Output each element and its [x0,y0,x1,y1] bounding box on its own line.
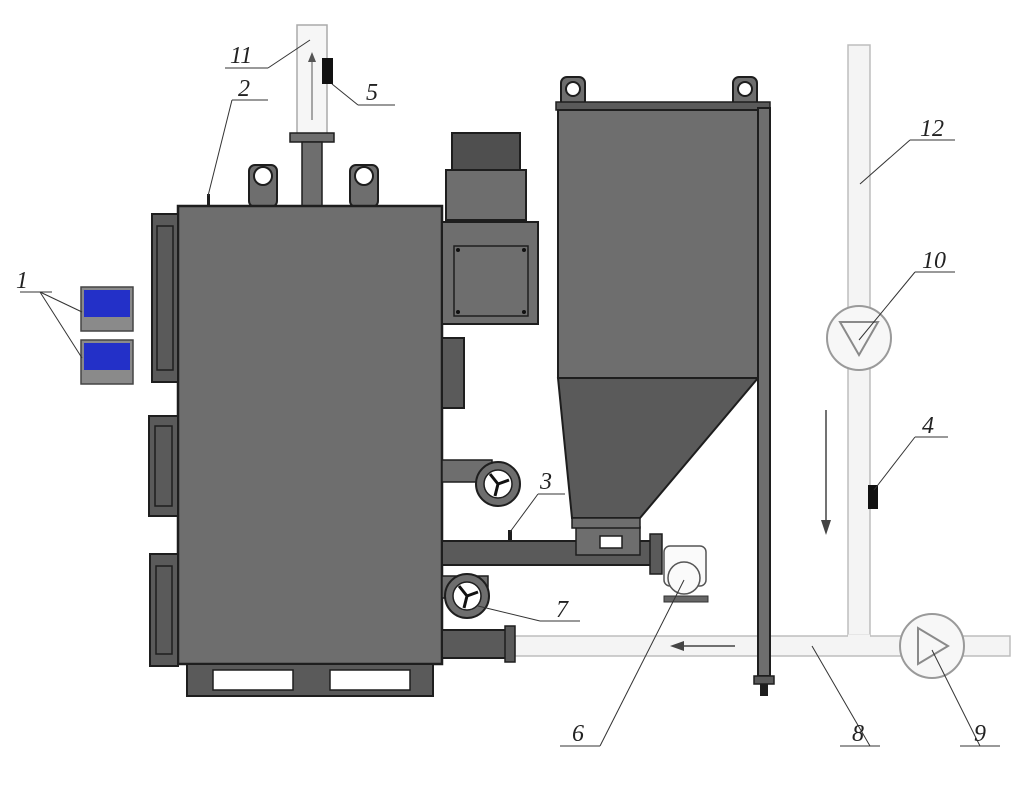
return-sensor [868,485,878,509]
label-5: 5 [366,80,378,106]
label-11: 11 [230,43,252,69]
middle-door [148,415,179,517]
lower-door [149,553,179,667]
label-6: 6 [572,721,584,747]
label-2: 2 [238,76,250,102]
burner-unit [441,132,539,325]
return-pump [899,613,965,679]
boiler-body [148,164,516,697]
label-8: 8 [852,721,864,747]
fuel-hopper [555,76,775,696]
controller-panels [80,286,134,385]
label-4: 4 [922,413,934,439]
label-12: 12 [920,116,944,142]
label-1: 1 [16,268,28,294]
flow-arrow-left [670,641,735,651]
flue-sensor [322,58,333,84]
lifting-eye-right [349,164,379,208]
lifting-eye-left [248,164,278,208]
auger-motor [663,545,709,603]
label-10: 10 [922,248,946,274]
blower-fan [441,573,490,619]
label-3: 3 [539,469,552,495]
feed-auger [441,526,663,575]
flow-arrow-down [821,410,831,535]
label-7: 7 [556,597,569,623]
flue-pipe [289,24,335,207]
callout-labels: 1 2 3 4 5 6 7 8 9 10 11 12 [16,43,986,747]
upper-door [151,213,179,383]
leader-lines [20,39,1000,747]
blower-fan-upper [441,459,521,507]
label-9: 9 [974,721,986,747]
circulation-pump [826,305,892,371]
